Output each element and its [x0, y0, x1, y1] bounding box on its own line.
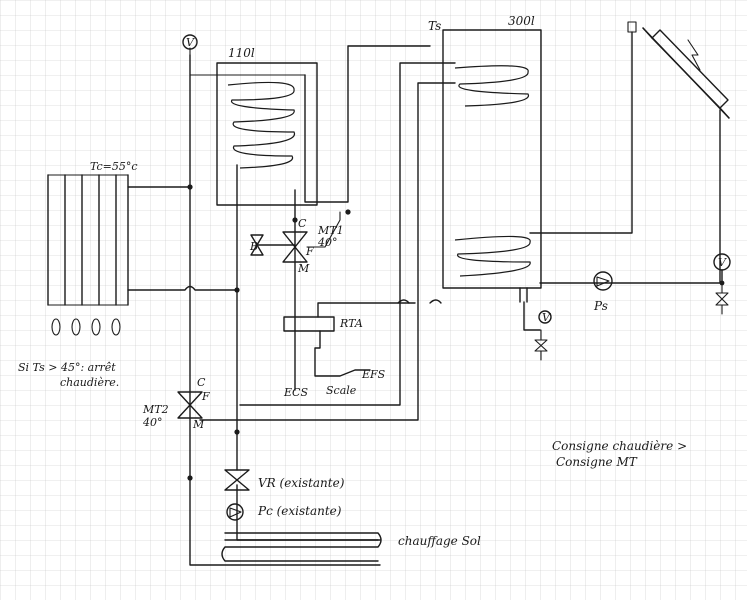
- main-supply-pipe: [189, 54, 381, 566]
- vr-valve: [224, 469, 250, 491]
- mt1-port-c: C: [298, 217, 307, 230]
- pc-label: Pc (existante): [257, 504, 342, 518]
- mt2-mixing-valve: [177, 391, 203, 419]
- mt1-port-f: F: [305, 245, 314, 258]
- bypass-label: B: [249, 240, 258, 253]
- mt1-mixing-valve: [282, 211, 341, 263]
- rta-label: RTA: [339, 317, 363, 330]
- mt1-port-m: M: [297, 262, 310, 275]
- dhw-tank-110l: [216, 62, 318, 206]
- condition-line-1: Si Ts > 45°: arrêt: [18, 361, 116, 374]
- setpoint-note-line-2: Consigne MT: [556, 455, 638, 469]
- svg-text:V: V: [718, 256, 727, 269]
- solar-tank-300l: [442, 29, 542, 303]
- solar-tank-volume: 300l: [508, 14, 535, 28]
- svg-text:C: C: [197, 376, 206, 389]
- setpoint-note-line-1: Consigne chaudière >: [552, 439, 687, 453]
- solar-pump-icon: [593, 271, 613, 291]
- svg-text:F: F: [201, 390, 210, 403]
- dhw-tank-volume: 110l: [228, 46, 255, 60]
- condition-line-2: chaudière.: [60, 376, 119, 389]
- underfloor-label: chauffage Sol: [398, 534, 481, 548]
- efs-label: EFS: [361, 368, 386, 381]
- mt2-temp: 40°: [142, 416, 163, 429]
- expansion-vessel-label: V: [186, 36, 195, 49]
- svg-text:M: M: [192, 418, 205, 431]
- mt1-label: MT1: [317, 224, 344, 237]
- ecs-label: ECS: [283, 386, 308, 399]
- underfloor-heating-coil: [221, 532, 382, 562]
- vr-label: VR (existante): [258, 476, 345, 490]
- burner-flames: [51, 318, 121, 336]
- mt1-temp: 40°: [317, 236, 338, 249]
- mt2-label: MT2: [142, 403, 169, 416]
- pc-pump-icon: [226, 503, 244, 521]
- solar-tank-sensor-label: Ts: [428, 19, 441, 33]
- boiler-temperature: Tc=55°c: [90, 160, 138, 173]
- expansion-vessel-icon: [182, 34, 198, 50]
- bypass-valve: [250, 234, 264, 256]
- solar-collector: [642, 27, 730, 119]
- rta-exchanger: [283, 316, 335, 332]
- scale-label: Scale: [326, 384, 357, 397]
- solar-pump-label: Ps: [593, 299, 608, 313]
- svg-text:V: V: [542, 311, 551, 324]
